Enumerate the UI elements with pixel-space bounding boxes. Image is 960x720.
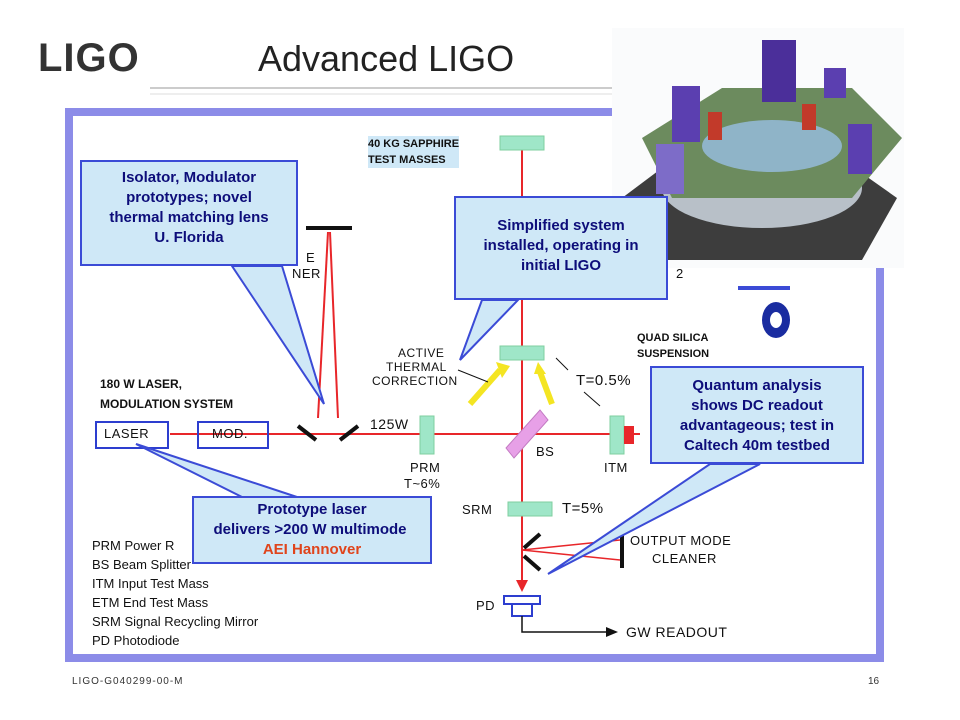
ligo-logo: LIGO <box>38 36 140 80</box>
prm-transmission-label: T~6% <box>404 476 441 491</box>
thermal-arrow-left <box>467 368 503 406</box>
legend-item: BS Beam Splitter <box>92 557 191 572</box>
mode-cleaner-beam <box>329 231 339 419</box>
srm-transmission-label: T=5% <box>562 500 604 517</box>
platform-center <box>702 120 842 172</box>
readout-line <box>521 616 612 633</box>
mode-cleaner-mirror-right <box>338 424 360 442</box>
thermal-arrow-left-head <box>496 362 510 378</box>
gw-readout-label: GW READOUT <box>626 624 728 640</box>
simplified-system-callout: Simplified system installed, operating i… <box>454 196 668 300</box>
prm-optic <box>419 415 435 455</box>
laser-box <box>95 421 169 449</box>
itm-label: ITM <box>604 460 628 475</box>
partial-label: 2 <box>676 266 684 281</box>
beam-splitter-optic <box>505 409 549 459</box>
legend-item: ETM End Test Mass <box>92 595 209 610</box>
prototype-laser-callout-tail <box>135 443 301 499</box>
legend-item: ITM Input Test Mass <box>92 576 209 591</box>
simplified-callout-tail <box>459 299 521 361</box>
srm-optic <box>507 501 553 517</box>
isolator-callout-tail <box>230 265 325 405</box>
sensor-block <box>802 104 816 130</box>
laser-system-label: 180 W LASER,MODULATION SYSTEM <box>100 377 234 411</box>
document-id: LIGO-G040299-00-M <box>72 676 184 687</box>
legend-item: PRM Power R <box>92 538 175 553</box>
prototype-laser-callout: Prototype laser delivers >200 W multimod… <box>192 496 432 564</box>
power-label: 125W <box>370 416 409 432</box>
omc-mirror <box>522 554 542 572</box>
thermal-arrow-right <box>537 370 555 406</box>
mode-cleaner-mirror-left <box>296 424 318 442</box>
actuator-block <box>824 68 846 98</box>
actuator-block <box>672 86 700 142</box>
prm-label: PRM <box>410 460 441 475</box>
etm-optic <box>499 135 545 151</box>
readout-arrow-head <box>606 627 618 637</box>
omc-beam <box>521 549 621 561</box>
srm-label: SRM <box>462 502 493 517</box>
photodiode-base <box>511 603 533 617</box>
sensor-block <box>708 112 722 140</box>
actuator-block <box>848 124 872 174</box>
atc-label: ACTIVE THERMAL CORRECTION <box>372 346 458 388</box>
thermal-arrow-right-head <box>534 362 546 374</box>
itm-correction-patch <box>624 426 634 444</box>
seismic-isolation-render <box>612 28 904 268</box>
legend-item: SRM Signal Recycling Mirror <box>92 614 259 629</box>
suspension-mass-hole <box>770 312 782 328</box>
modulator-box-label: MOD. <box>212 426 248 441</box>
modulator-box <box>197 421 269 449</box>
actuator-block <box>762 40 796 102</box>
itm-optic <box>609 415 625 455</box>
slide-title: Advanced LIGO <box>258 38 515 79</box>
page-number: 16 <box>868 676 880 687</box>
atc-pointer <box>457 369 489 383</box>
mode-cleaner-partial-label: E NER <box>292 250 321 281</box>
pointer <box>583 391 601 407</box>
quantum-analysis-callout: Quantum analysis shows DC readout advant… <box>650 366 864 464</box>
pointer <box>555 357 569 371</box>
photodiode-box <box>503 595 541 605</box>
itm-transmission-label: T=0.5% <box>576 372 632 389</box>
laser-box-label: LASER <box>104 426 150 441</box>
output-arrow-head <box>516 580 528 592</box>
bs-label: BS <box>536 444 555 459</box>
quantum-callout-tail <box>547 463 761 575</box>
legend-item: PD Photodiode <box>92 633 180 648</box>
diagram-frame <box>65 108 884 662</box>
omc-mirror <box>522 532 542 550</box>
isolator-callout: Isolator, Modulator prototypes; novel th… <box>80 160 298 266</box>
arm-itm-optic <box>499 345 545 361</box>
actuator-block <box>656 144 684 194</box>
pd-label: PD <box>476 598 496 613</box>
abbreviation-legend: PRM Power R BS Beam Splitter ITM Input T… <box>92 536 258 650</box>
